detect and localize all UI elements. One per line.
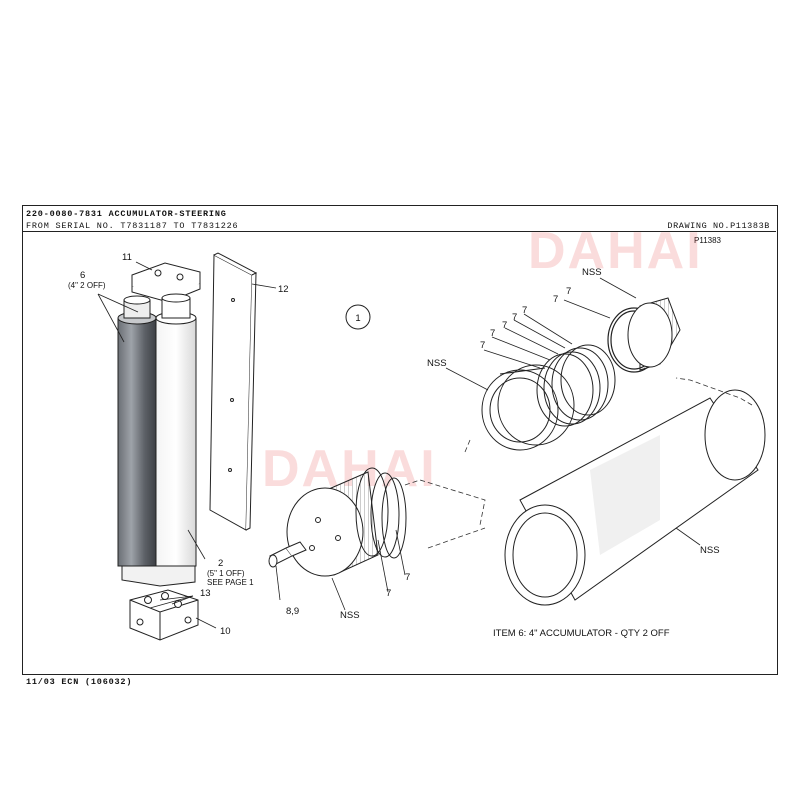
watermark-top: DAHAI	[528, 222, 703, 280]
callout-7-ring-a: 7	[480, 340, 485, 351]
view-marker-circle	[345, 304, 371, 330]
mounting-plate	[209, 252, 258, 531]
callout-nss-endcap: NSS	[340, 610, 360, 621]
drawing-title: 220-0080-7831 ACCUMULATOR-STEERING	[26, 209, 227, 219]
callout-7-ring-d: 7	[512, 312, 517, 323]
callout-2-note-qty: (5" 1 OFF)	[207, 569, 245, 578]
callout-12: 12	[278, 284, 289, 295]
callout-8-9: 8,9	[286, 606, 299, 617]
cylinder-base	[121, 565, 196, 587]
callout-7-ring-f: 7	[553, 294, 558, 305]
seal-nss-front	[481, 364, 575, 451]
drawing-code: P11383	[694, 236, 721, 245]
seal-rings	[536, 344, 616, 427]
callout-nss-seal: NSS	[427, 358, 447, 369]
callout-7-endcap-a: 7	[386, 588, 391, 599]
callout-6-note: (4" 2 OFF)	[68, 281, 106, 290]
view-marker-label: 1	[355, 313, 360, 324]
item6-caption: ITEM 6: 4" ACCUMULATOR - QTY 2 OFF	[493, 628, 670, 639]
callout-13: 13	[200, 588, 211, 599]
drawing-frame	[22, 205, 778, 675]
ecn-footer: 11/03 ECN (106032)	[26, 677, 133, 687]
callout-nss-rear: NSS	[582, 267, 602, 278]
accumulator-tube	[504, 389, 766, 606]
serial-range: FROM SERIAL NO. T7831187 TO T7831226	[26, 221, 239, 231]
callout-2: 2	[218, 558, 223, 569]
manifold-block	[129, 589, 199, 641]
header-rule	[22, 231, 776, 232]
callout-11: 11	[122, 252, 132, 263]
callout-2-note-ref: SEE PAGE 1	[207, 578, 254, 587]
callout-7-ring-b: 7	[490, 328, 495, 339]
callout-7-ring-g: 7	[566, 286, 571, 297]
callout-6: 6	[80, 270, 85, 281]
callout-nss-tube: NSS	[700, 545, 720, 556]
seal-nss-rear	[627, 297, 681, 371]
callout-7-endcap-b: 7	[405, 572, 410, 583]
mounting-bracket	[131, 262, 201, 303]
assembly-guide-lines	[404, 377, 753, 549]
callout-7-ring-e: 7	[522, 305, 527, 316]
end-cap-assembly	[286, 467, 407, 577]
accumulator-cylinder-light	[155, 293, 197, 567]
leader-lines	[97, 261, 701, 629]
accumulator-cylinder-dark	[117, 295, 157, 567]
fitting	[268, 541, 307, 568]
drawing-number: DRAWING NO.P11383B	[667, 221, 770, 231]
callout-7-ring-c: 7	[502, 320, 507, 331]
callout-10: 10	[220, 626, 231, 637]
